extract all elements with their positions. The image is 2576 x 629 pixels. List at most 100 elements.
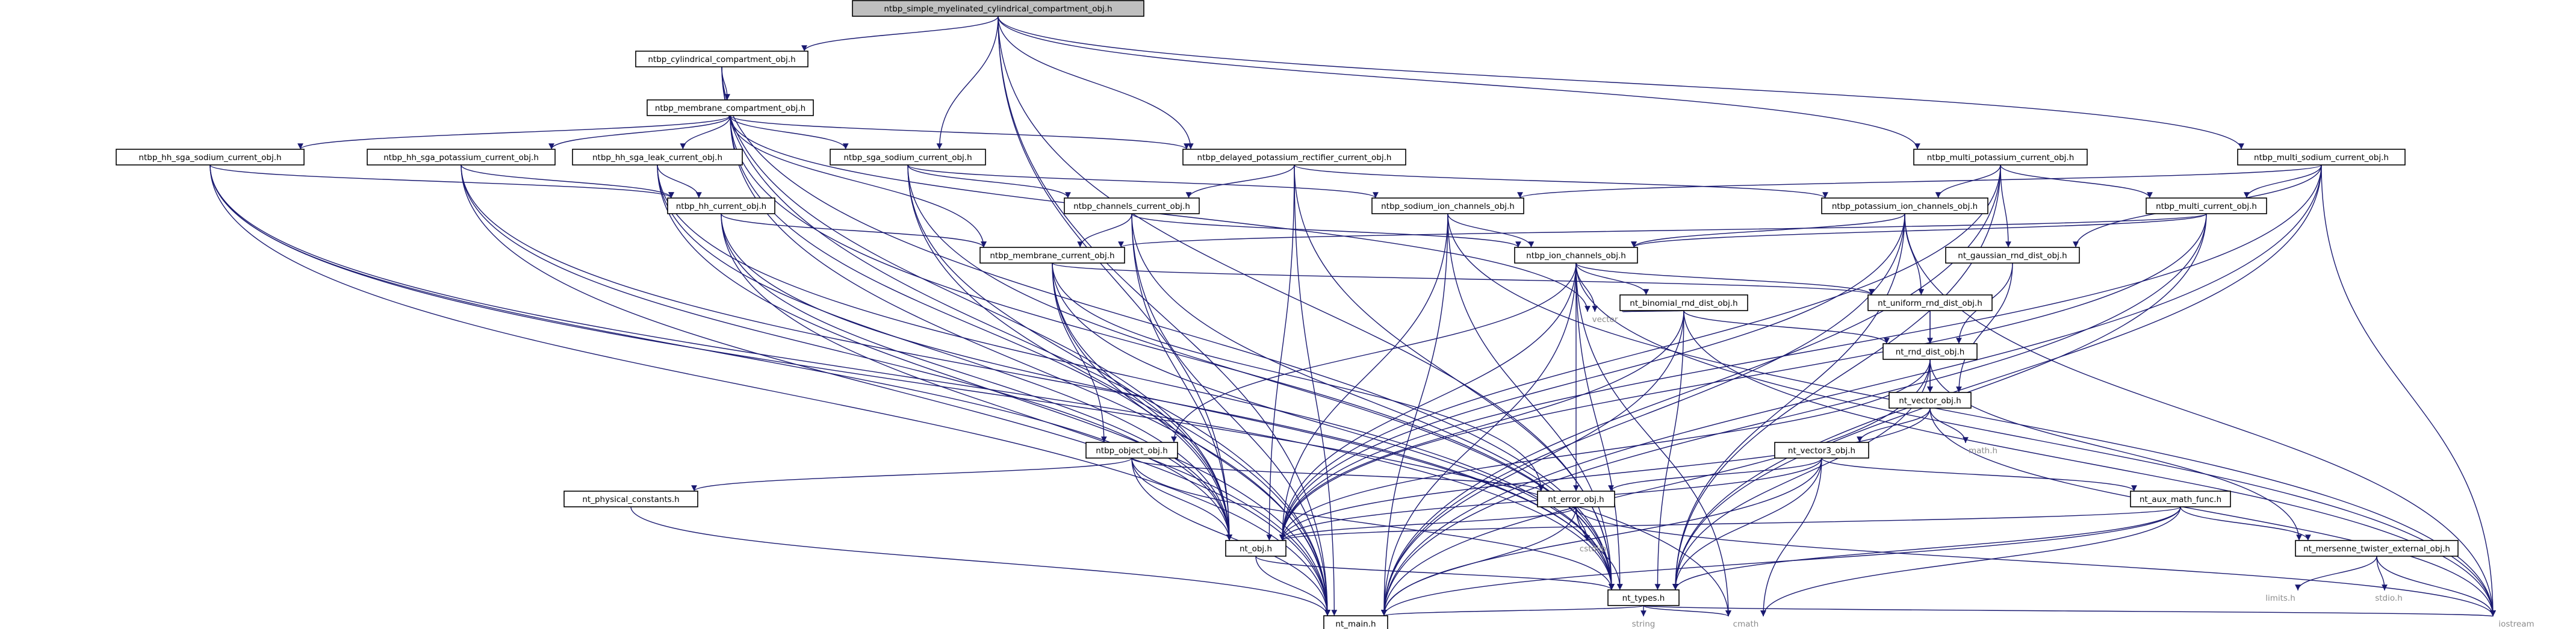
node-hhsod-box [116, 149, 305, 166]
node-ntobj[interactable]: nt_obj.h [1225, 540, 1286, 557]
node-root[interactable]: ntbp_simple_myelinated_cylindrical_compa… [852, 0, 1144, 17]
node-mpot-label: ntbp_multi_potassium_current_obj.h [1927, 153, 2075, 163]
edge-sgasod-to-sodch [907, 164, 1379, 199]
edge-chcur-to-memcur [1077, 213, 1132, 248]
edge-memc-to-sgasod [730, 115, 849, 150]
node-types-label: nt_types.h [1622, 593, 1665, 603]
edge-object-to-phys [691, 457, 1132, 492]
node-err-label: nt_error_obj.h [1548, 495, 1604, 504]
node-msod-box [2237, 149, 2406, 166]
node-stdio-label: stdio.h [2375, 593, 2403, 603]
edge-sgasod-to-types [907, 164, 1615, 590]
node-hhpot-box [367, 149, 556, 166]
node-cmath-label: cmath [1733, 619, 1759, 629]
node-types-box [1607, 589, 1680, 606]
node-phys-label: nt_physical_constants.h [582, 495, 679, 504]
edge-vec3-to-types [1672, 457, 1822, 590]
edge-object-to-main [1131, 457, 1330, 616]
edge-types-to-main [1381, 605, 1644, 616]
edge-memc-to-hhleak [680, 115, 731, 150]
edge-chcur-to-ionch [1131, 213, 1521, 248]
edge-potch-to-ionch [1631, 213, 1905, 248]
node-cstdlib-label: cstdlib [1580, 544, 1606, 554]
edge-memcur-to-object [1052, 262, 1107, 443]
edge-root-to-msod [998, 16, 2244, 150]
node-ntobj-label: nt_obj.h [1240, 544, 1272, 554]
node-potch[interactable]: ntbp_potassium_ion_channels_obj.h [1821, 197, 1988, 214]
node-main[interactable]: nt_main.h [1323, 615, 1388, 629]
node-cyl-label: ntbp_cylindrical_compartment_obj.h [648, 55, 795, 64]
edge-vec3-to-cmath [1760, 457, 1822, 617]
edge-memcur-to-main [1052, 262, 1330, 616]
node-hhleak[interactable]: ntbp_hh_sga_leak_current_obj.h [572, 149, 743, 166]
edge-potch-to-ntobj [1279, 213, 1905, 541]
node-hhcur[interactable]: ntbp_hh_current_obj.h [667, 197, 775, 214]
edge-sodch-to-main [1381, 213, 1448, 616]
node-hhsod[interactable]: ntbp_hh_sga_sodium_current_obj.h [116, 149, 305, 166]
node-vec3-label: nt_vector3_obj.h [1788, 446, 1855, 456]
edge-vec-to-ntobj [1279, 407, 1931, 541]
node-vec3[interactable]: nt_vector3_obj.h [1774, 442, 1869, 459]
edge-mers-to-limits [2295, 556, 2377, 591]
node-unif-label: nt_uniform_rnd_dist_obj.h [1878, 299, 1982, 308]
edge-gauss-to-vec [1956, 262, 2013, 393]
node-aux[interactable]: nt_aux_math_func.h [2130, 491, 2231, 507]
node-cstdlib: cstdlib [1580, 544, 1606, 554]
node-main-label: nt_main.h [1335, 619, 1376, 629]
edge-sgasod-to-chcur [907, 164, 1071, 199]
edge-ntobj-to-types [1255, 556, 1615, 590]
node-mers-box [2295, 540, 2459, 557]
node-rnd[interactable]: nt_rnd_dist_obj.h [1882, 343, 1978, 360]
edge-memc-to-types [730, 115, 1615, 590]
edge-binom-to-iostream [1683, 310, 2496, 617]
node-msod[interactable]: ntbp_multi_sodium_current_obj.h [2237, 149, 2406, 166]
node-sgasod-box [830, 149, 986, 166]
node-gauss-box [1945, 247, 2080, 264]
edge-ntobj-to-main [1255, 556, 1330, 616]
node-hhpot-label: ntbp_hh_sga_potassium_current_obj.h [383, 153, 539, 163]
node-ionch[interactable]: ntbp_ion_channels_obj.h [1514, 247, 1638, 264]
node-unif[interactable]: nt_uniform_rnd_dist_obj.h [1867, 294, 1993, 311]
node-string: string [1632, 619, 1656, 629]
node-root-box [852, 0, 1144, 17]
node-memcur[interactable]: ntbp_membrane_current_obj.h [979, 247, 1125, 264]
edge-ionch-to-cmath [1575, 262, 1731, 617]
node-math-label: math.h [1969, 446, 1997, 456]
node-mpot[interactable]: ntbp_multi_potassium_current_obj.h [1913, 149, 2088, 166]
edge-delk-to-main [1294, 164, 1338, 616]
node-memc[interactable]: ntbp_membrane_compartment_obj.h [647, 99, 814, 116]
node-mcur[interactable]: ntbp_multi_current_obj.h [2146, 197, 2267, 214]
node-delk[interactable]: ntbp_delayed_potassium_rectifier_current… [1182, 149, 1406, 166]
node-memc-box [647, 99, 814, 116]
node-sodch-label: ntbp_sodium_ion_channels_obj.h [1381, 202, 1515, 211]
node-err[interactable]: nt_error_obj.h [1537, 491, 1615, 507]
node-object[interactable]: ntbp_object_obj.h [1085, 442, 1178, 459]
node-binom[interactable]: nt_binomial_rnd_dist_obj.h [1619, 294, 1748, 311]
edge-binom-to-rnd [1683, 310, 1890, 344]
node-mcur-label: ntbp_multi_current_obj.h [2156, 202, 2257, 211]
edge-hhleak-to-hhcur [657, 164, 702, 199]
edge-mpot-to-gauss [2000, 164, 2011, 248]
node-hhcur-box [667, 197, 775, 214]
node-sodch[interactable]: ntbp_sodium_ion_channels_obj.h [1371, 197, 1524, 214]
edge-hhcur-to-types [721, 213, 1615, 590]
edge-aux-to-mers [2180, 506, 2311, 541]
node-phys[interactable]: nt_physical_constants.h [563, 491, 698, 507]
node-binom-box [1619, 294, 1748, 311]
edge-vec-to-math [1929, 407, 1969, 444]
edge-hhpot-to-ntobj [461, 164, 1232, 541]
node-gauss[interactable]: nt_gaussian_rnd_dist_obj.h [1945, 247, 2080, 264]
node-limits-label: limits.h [2265, 593, 2295, 603]
node-sgasod[interactable]: ntbp_sga_sodium_current_obj.h [830, 149, 986, 166]
node-rnd-box [1882, 343, 1978, 360]
node-hhpot[interactable]: ntbp_hh_sga_potassium_current_obj.h [367, 149, 556, 166]
node-vec[interactable]: nt_vector_obj.h [1889, 392, 1972, 409]
edge-sodch-to-types [1447, 213, 1615, 590]
node-mers[interactable]: nt_mersenne_twister_external_obj.h [2295, 540, 2459, 557]
node-cyl[interactable]: ntbp_cylindrical_compartment_obj.h [635, 51, 808, 67]
edge-hhleak-to-main [657, 164, 1330, 616]
node-types[interactable]: nt_types.h [1607, 589, 1680, 606]
edge-delk-to-chcur [1185, 164, 1295, 199]
node-string-label: string [1632, 619, 1656, 629]
node-chcur[interactable]: ntbp_channels_current_obj.h [1064, 197, 1200, 214]
